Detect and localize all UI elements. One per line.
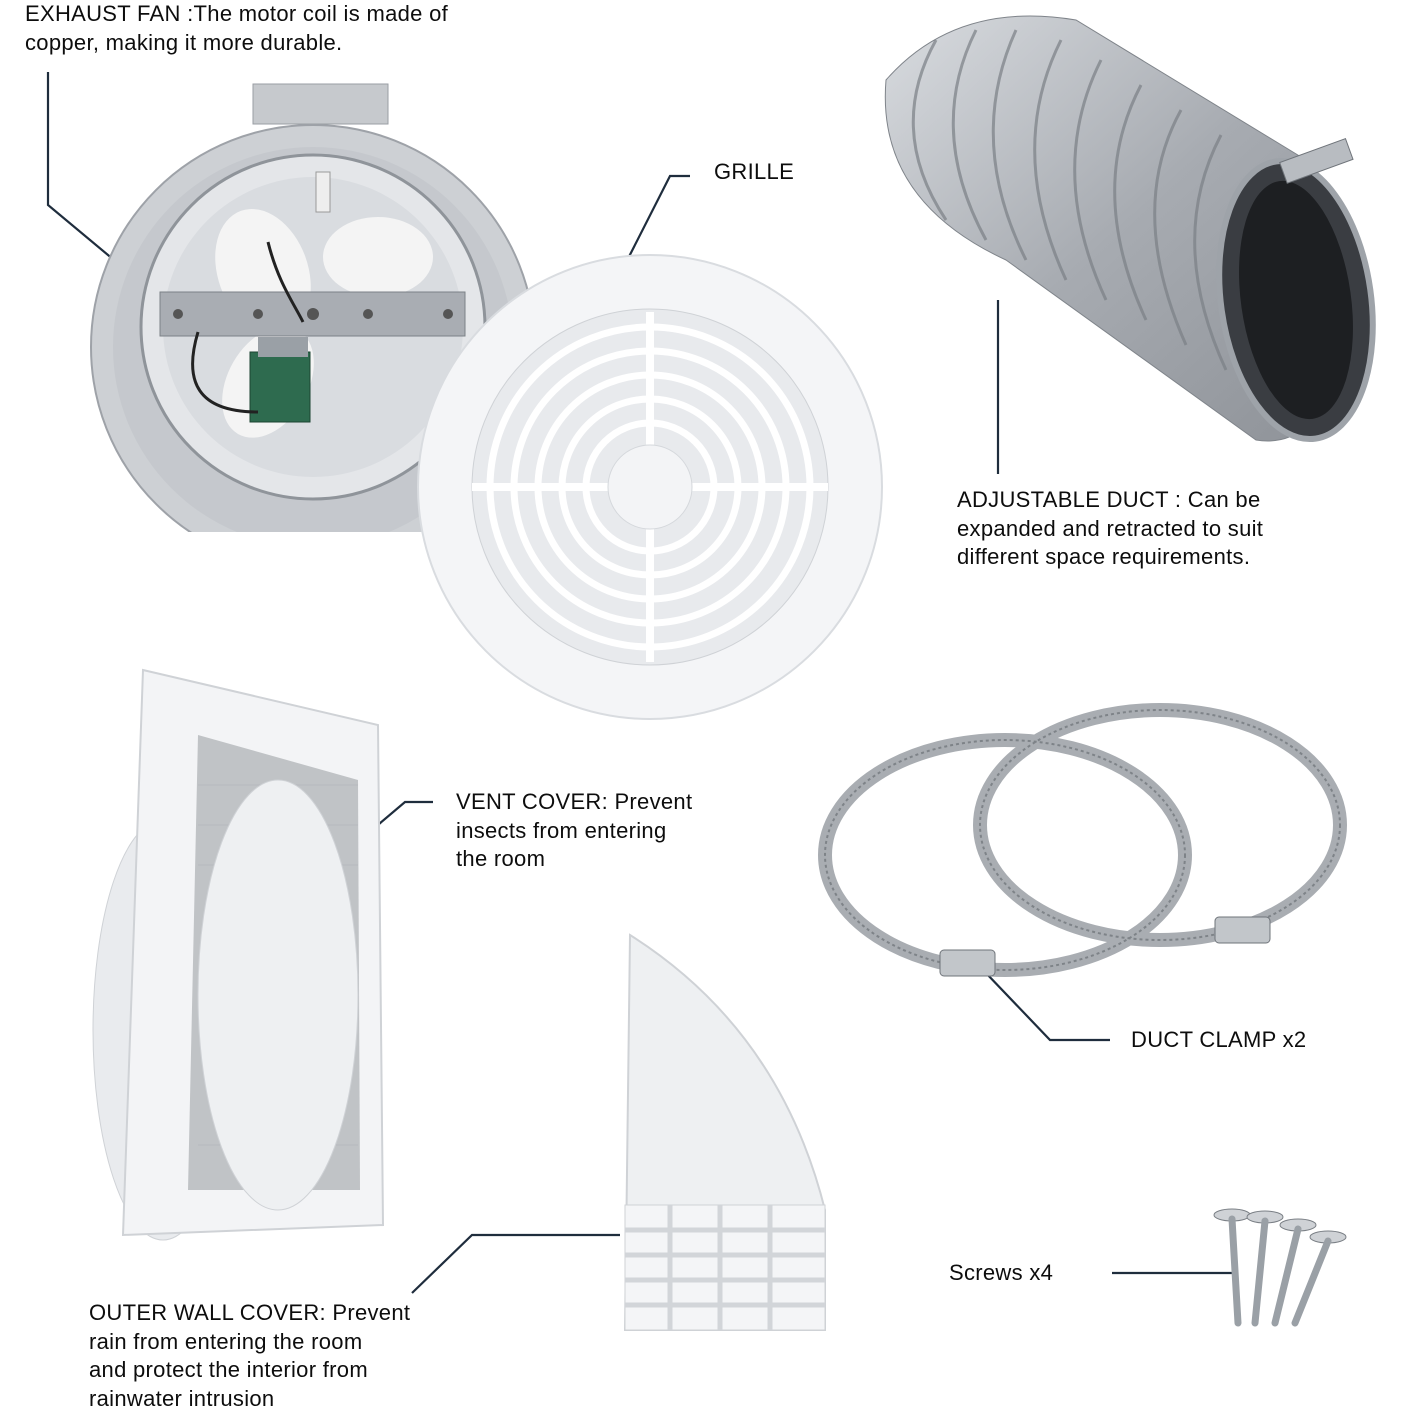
exhaust-fan-label: EXHAUST FAN :The motor coil is made of c… (25, 1, 449, 55)
adjustable-duct-label: ADJUSTABLE DUCT : Can be expanded and re… (957, 487, 1264, 569)
exhaust-fan-image (88, 82, 548, 532)
screws-image (1210, 1205, 1350, 1330)
leader-outer-wall-cover (411, 1233, 620, 1294)
screws-label: Screws x4 (949, 1260, 1054, 1285)
grille-image (410, 252, 890, 722)
adjustable-duct-image (876, 0, 1396, 450)
duct-clamp-label: DUCT CLAMP x2 (1131, 1027, 1307, 1052)
outer-wall-cover-label: OUTER WALL COVER: Prevent rain from ente… (89, 1300, 411, 1411)
duct-clamp-image (815, 695, 1355, 995)
grille-label: GRILLE (714, 159, 795, 184)
outer-wall-cover-title: OUTER WALL COVER (89, 1300, 320, 1325)
outer-wall-cover-image (620, 930, 830, 1340)
vent-cover-label: VENT COVER: Prevent insects from enterin… (456, 789, 693, 871)
adjustable-duct-title: ADJUSTABLE DUCT (957, 487, 1169, 512)
exhaust-fan-title: EXHAUST FAN (25, 1, 181, 26)
vent-cover-image (88, 665, 388, 1245)
